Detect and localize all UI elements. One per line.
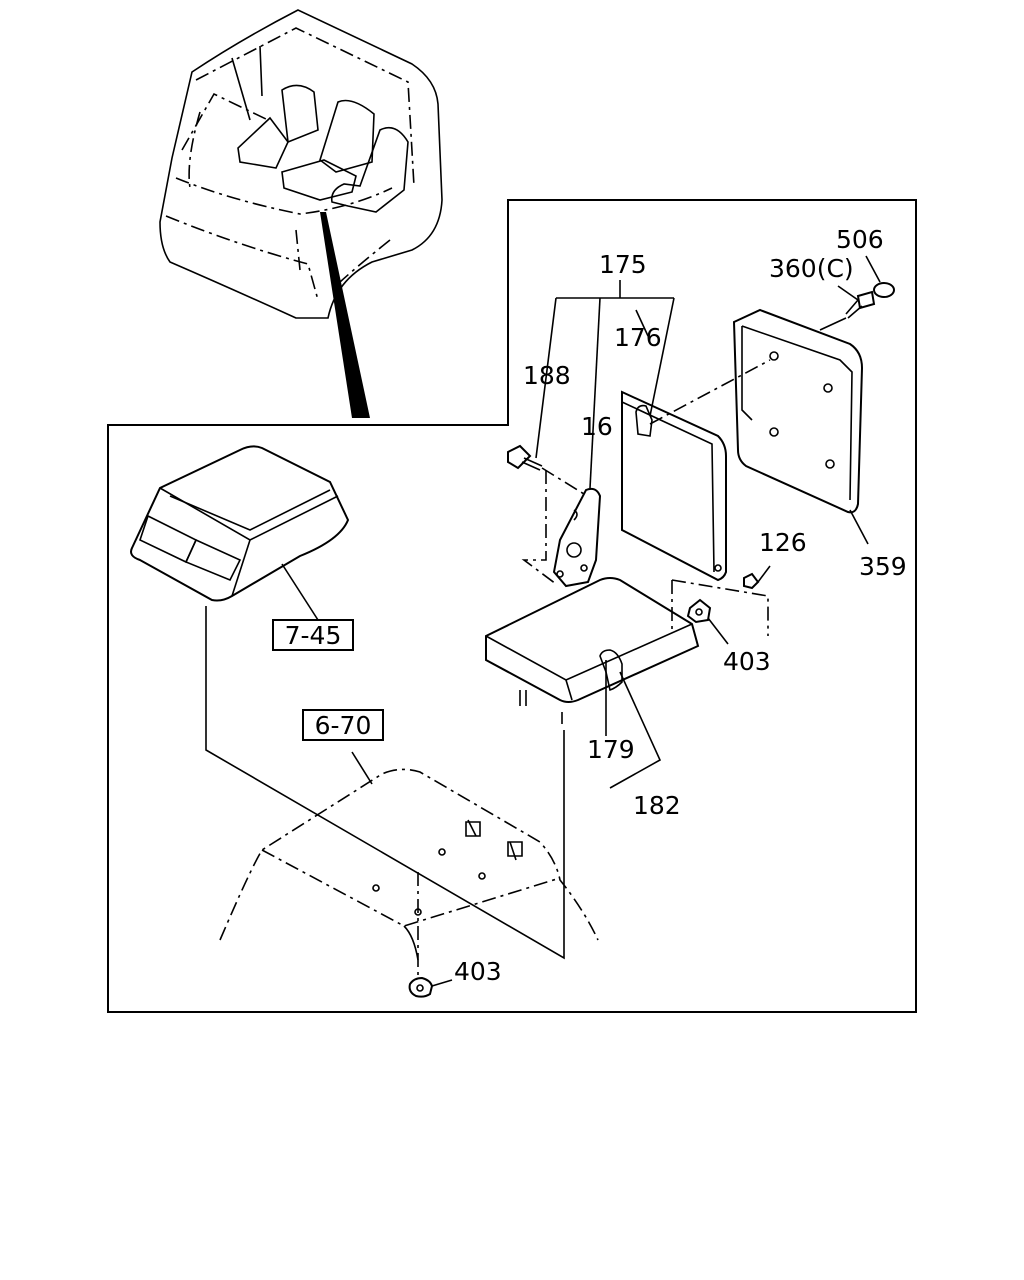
- reference-6-70[interactable]: 6-70: [302, 709, 384, 741]
- console-base: [219, 768, 599, 961]
- callout-403-upper: 403: [723, 647, 771, 676]
- bolt-188: [507, 444, 543, 471]
- seat-back-panel: [621, 390, 727, 582]
- callout-179: 179: [587, 735, 635, 764]
- callout-360c: 360(C): [769, 254, 854, 283]
- nut-403-upper: [686, 598, 712, 624]
- seat-cushion: [485, 577, 700, 724]
- callout-175: 175: [599, 250, 647, 279]
- reference-7-45[interactable]: 7-45: [272, 619, 354, 651]
- seat-back-cover: [732, 308, 864, 514]
- console-lid: [130, 445, 350, 602]
- bolt-126: [743, 572, 760, 590]
- cap-506: [873, 282, 895, 298]
- detail-frame: [107, 199, 917, 1013]
- callout-182: 182: [633, 791, 681, 820]
- callout-126: 126: [759, 528, 807, 557]
- reference-6-70-label: 6-70: [315, 711, 372, 740]
- pointer-wedge: [320, 212, 370, 418]
- hinge-bracket: [552, 487, 602, 588]
- callout-16: 16: [581, 412, 613, 441]
- nut-403-lower: [408, 976, 434, 998]
- callout-176: 176: [614, 323, 662, 352]
- callout-359: 359: [859, 552, 907, 581]
- screw-360c: [845, 290, 876, 319]
- reference-7-45-label: 7-45: [285, 621, 342, 650]
- callout-403-lower: 403: [454, 957, 502, 986]
- cab-overview: [159, 9, 443, 319]
- callout-188: 188: [523, 361, 571, 390]
- callout-506: 506: [836, 225, 884, 254]
